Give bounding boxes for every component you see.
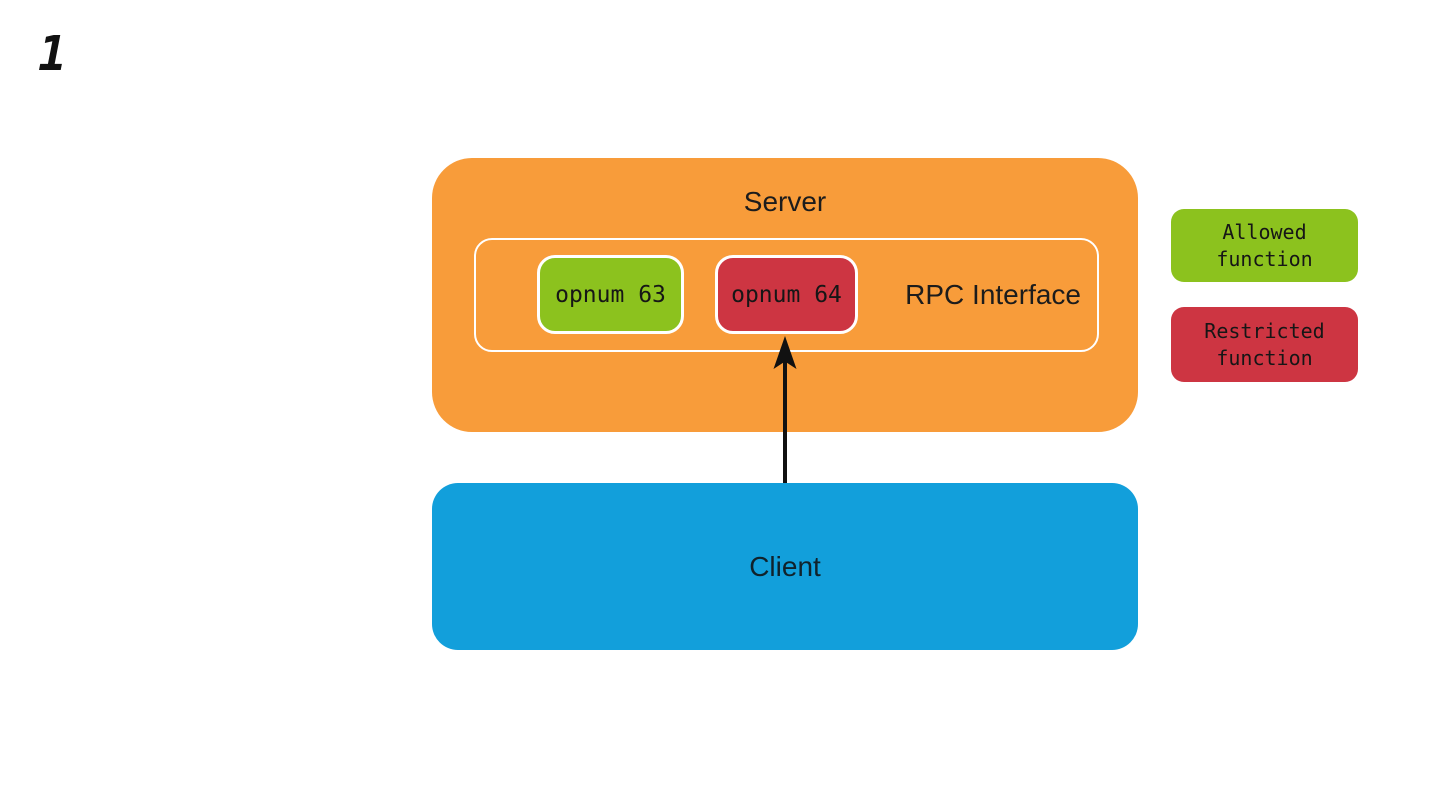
server-label: Server — [743, 186, 827, 217]
legend: Allowed function Restricted function — [1171, 209, 1358, 382]
rpc-interface-label: RPC Interface — [905, 279, 1081, 310]
opnum-63-box: opnum 63 — [537, 255, 684, 334]
rpc-interface-box: opnum 63 opnum 64 RPC Interface — [474, 238, 1099, 352]
opnum-64-label: opnum 64 — [731, 281, 842, 308]
client-label: Client — [749, 550, 821, 582]
frame-number: 1 — [38, 26, 67, 82]
opnum-64-box: opnum 64 — [715, 255, 858, 334]
client-box: Client — [432, 483, 1138, 650]
server-box: Server opnum 63 opnum 64 RPC Interface — [432, 158, 1138, 432]
opnum-63-label: opnum 63 — [555, 281, 666, 308]
legend-restricted-function: Restricted function — [1171, 307, 1358, 382]
legend-allowed-function: Allowed function — [1171, 209, 1358, 282]
